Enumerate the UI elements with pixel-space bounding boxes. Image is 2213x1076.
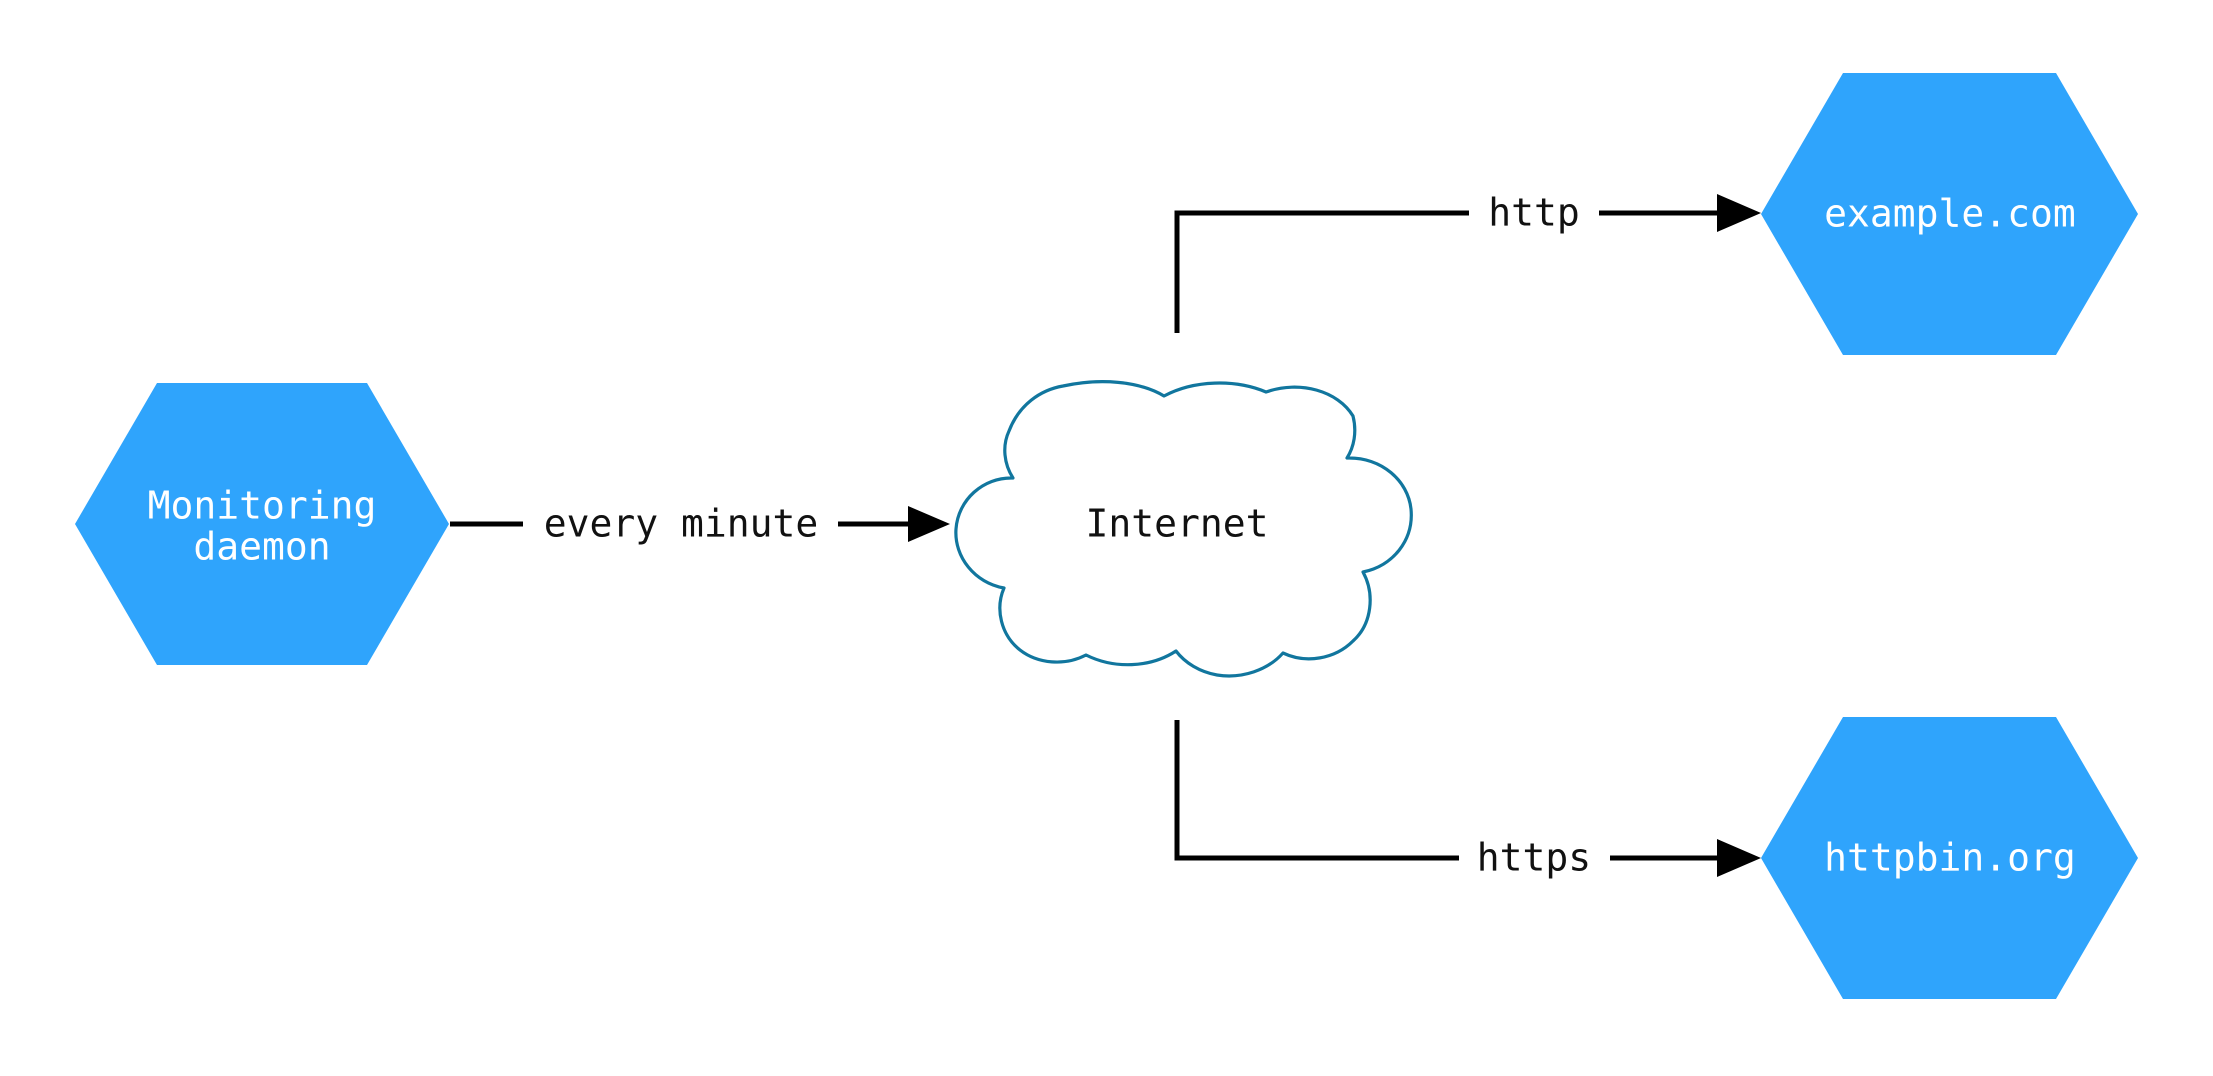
- hexagon-shape: [1761, 717, 2138, 999]
- node-label-line-2: daemon: [193, 525, 330, 569]
- node-label-httpbin-org: httpbin.org: [1824, 836, 2076, 880]
- edge-internet-to-example[interactable]: http: [1174, 191, 1761, 334]
- node-example-com[interactable]: example.com: [1761, 73, 2138, 355]
- node-label-example-com: example.com: [1824, 192, 2076, 236]
- edge-label-http: http: [1488, 191, 1580, 235]
- node-label-internet: Internet: [1085, 502, 1268, 546]
- node-monitoring-daemon[interactable]: Monitoring daemon: [75, 383, 449, 665]
- node-httpbin-org[interactable]: httpbin.org: [1761, 717, 2138, 999]
- node-internet[interactable]: Internet: [954, 380, 1413, 678]
- edge-elbow-up-path: [1174, 210, 1469, 333]
- arrowhead-icon: [908, 506, 950, 542]
- cloud-shape: [954, 380, 1413, 678]
- hexagon-shape: [75, 383, 449, 665]
- edge-label-every-minute: every minute: [544, 502, 819, 546]
- node-label-line-1: Monitoring: [148, 484, 377, 528]
- hexagon-shape: [1761, 73, 2138, 355]
- edge-daemon-to-internet[interactable]: every minute: [450, 502, 950, 546]
- edge-label-https: https: [1477, 836, 1591, 880]
- arrowhead-icon: [1717, 194, 1761, 232]
- arrowhead-icon: [1717, 839, 1761, 877]
- edge-elbow-down-path: [1174, 720, 1459, 861]
- edge-internet-to-httpbin[interactable]: https: [1174, 720, 1761, 880]
